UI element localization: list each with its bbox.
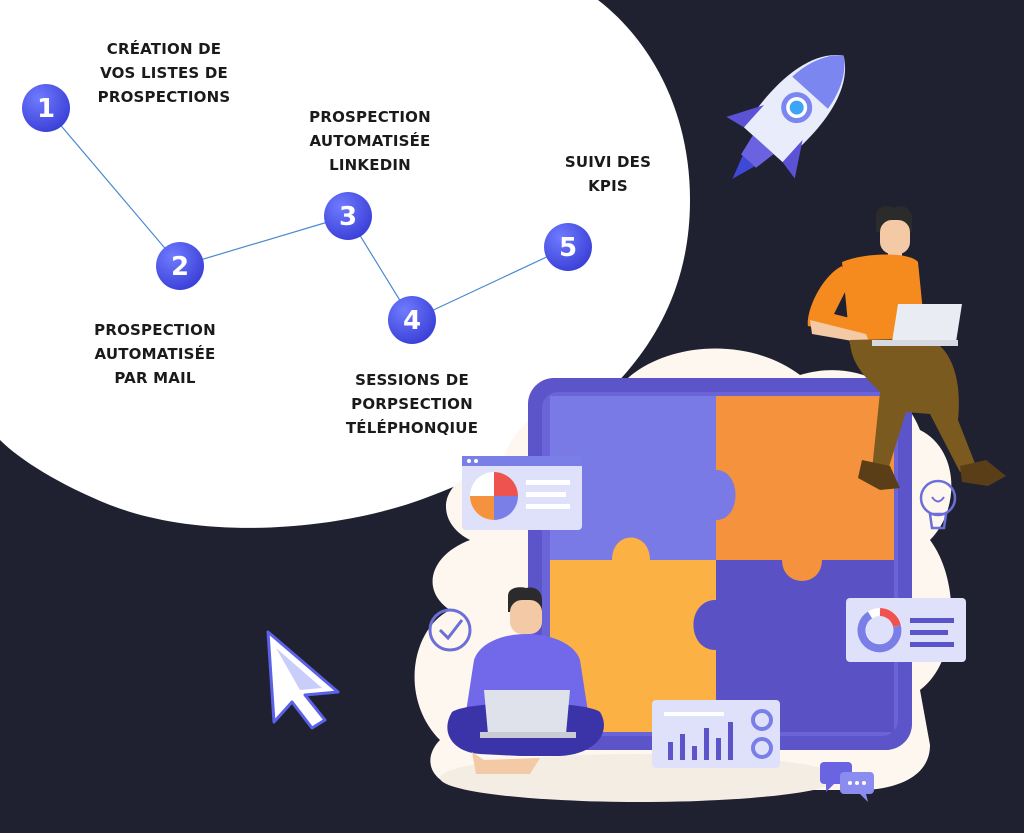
checkmark-icon bbox=[428, 608, 472, 652]
step-node-3: 3 bbox=[324, 192, 372, 240]
step-label-line: VOS LISTES DE bbox=[100, 64, 228, 82]
cursor-icon bbox=[266, 630, 340, 730]
step-label-line: AUTOMATISÉE bbox=[309, 132, 431, 150]
lightbulb-icon bbox=[919, 479, 957, 530]
step-label-line: CRÉATION DE bbox=[106, 40, 222, 58]
bar-chart-card-icon bbox=[652, 700, 780, 768]
step-label-line: PROSPECTION bbox=[309, 108, 431, 126]
step-label-line: KPIS bbox=[588, 177, 628, 195]
step-number-1: 1 bbox=[37, 94, 55, 124]
step-label-line: PAR MAIL bbox=[114, 369, 196, 387]
step-label-line: AUTOMATISÉE bbox=[94, 345, 216, 363]
step-number-5: 5 bbox=[559, 233, 577, 263]
step-label-4: SESSIONS DE PORPSECTION TÉLÉPHONQIUE bbox=[334, 368, 490, 440]
donut-chart-card-icon bbox=[846, 598, 966, 662]
step-number-3: 3 bbox=[339, 202, 357, 232]
step-label-line: SUIVI DES bbox=[564, 153, 652, 171]
step-label-line: PROSPECTION bbox=[94, 321, 216, 339]
step-node-1: 1 bbox=[22, 84, 70, 132]
step-node-5: 5 bbox=[544, 223, 592, 271]
white-panel bbox=[0, 0, 690, 528]
step-label-line: LINKEDIN bbox=[329, 156, 411, 174]
laptop-icon bbox=[484, 690, 570, 734]
man-orange-illustration bbox=[807, 206, 1006, 490]
rocket-icon bbox=[726, 55, 845, 179]
puzzle bbox=[528, 378, 912, 750]
chat-bubbles-icon bbox=[820, 762, 874, 802]
laptop-icon bbox=[892, 304, 962, 342]
step-label-5: SUIVI DES KPIS bbox=[548, 150, 668, 198]
step-label-line: PROSPECTIONS bbox=[97, 88, 231, 106]
step-node-4: 4 bbox=[388, 296, 436, 344]
step-number-4: 4 bbox=[403, 306, 421, 336]
step-label-2: PROSPECTION AUTOMATISÉE PAR MAIL bbox=[80, 318, 230, 390]
step-node-2: 2 bbox=[156, 242, 204, 290]
step-label-1: CRÉATION DE VOS LISTES DE PROSPECTIONS bbox=[92, 37, 236, 109]
step-label-line: SESSIONS DE bbox=[355, 371, 469, 389]
step-label-3: PROSPECTION AUTOMATISÉE LINKEDIN bbox=[294, 105, 446, 177]
man-purple-illustration bbox=[447, 587, 604, 774]
step-label-line: PORPSECTION bbox=[351, 395, 473, 413]
step-label-line: TÉLÉPHONQIUE bbox=[345, 419, 479, 437]
pie-chart-card-icon bbox=[462, 456, 582, 530]
step-number-2: 2 bbox=[171, 252, 189, 282]
